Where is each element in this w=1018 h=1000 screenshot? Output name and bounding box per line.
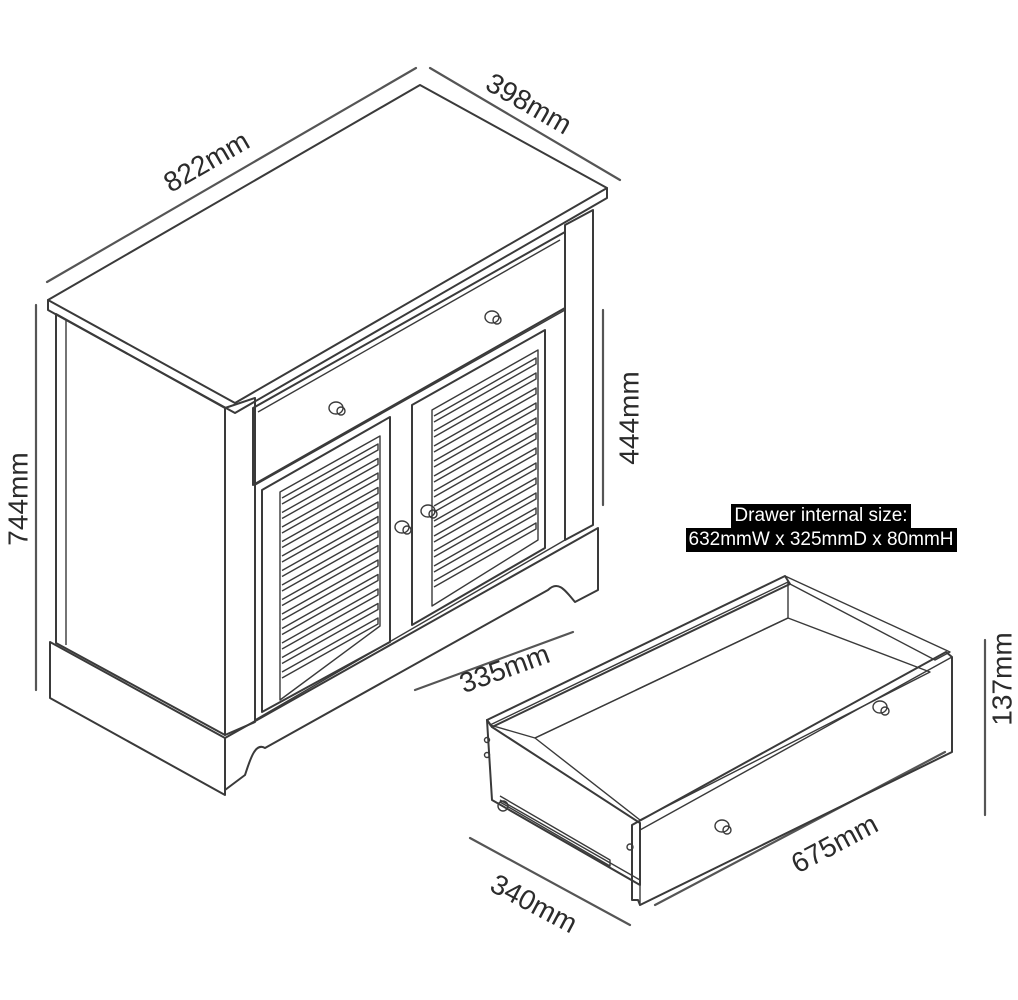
louvre-slat [433,477,537,543]
louvre-slats [281,357,537,679]
cabinet-height-label: 744mm [2,452,34,546]
louvre-slat [281,472,379,534]
front-left-stile [224,397,256,736]
louvre-slat [433,432,537,498]
sideboard-cabinet [47,84,608,796]
drawer-height-label: 137mm [986,632,1018,726]
louvre-slat [281,573,379,636]
drawer-knob-right [484,310,502,325]
louvre-slat [433,447,537,513]
drawer-width-dimension-line [653,750,947,907]
drawer-depth-dimension-line [468,836,632,927]
drawer-front-panel [631,651,953,906]
louvre-slat [433,462,537,528]
louvre-slat [281,515,379,578]
drawer-note-line-2: 632mmW x 325mmD x 80mmH [685,528,957,552]
cabinet-front-plinth [224,527,599,791]
top-section-height-label: 444mm [613,371,645,465]
louvre-slat [433,402,537,468]
louvre-slat [433,507,537,573]
louvre-slat [281,457,379,520]
louvre-slat [281,530,379,592]
right-louvre-door [411,329,546,626]
louvre-slat [281,559,379,621]
removed-drawer [483,575,953,906]
louvre-slat [281,602,379,665]
cabinet-side-panel [55,313,226,736]
louvre-slat [281,443,379,505]
louvre-slat [433,357,537,423]
drawer-note-line-1: Drawer internal size: [731,504,911,528]
louvre-slat [281,617,379,679]
louvre-slat [433,387,537,453]
width-dimension-line [45,66,418,284]
louvre-slat [281,544,379,607]
cabinet-top-edge [47,187,608,414]
drawer-front-knob-left [714,819,732,835]
louvre-slat [433,492,537,558]
drawer-knob-left [328,401,346,416]
louvre-slat [433,372,537,438]
cabinet-side-plinth [49,641,226,796]
inner-depth-dimension-line [413,630,575,692]
front-right-stile [564,209,594,541]
depth-dimension-line [428,66,622,182]
drawer-front-knob-right [872,700,890,716]
cabinet-drawer-front [252,231,566,486]
louvre-slat [433,417,537,483]
drawer-internal-size-note: Drawer internal size: 632mmW x 325mmD x … [663,504,979,552]
door-knob-left [394,520,412,535]
louvre-slat [281,588,379,650]
louvre-slat [433,522,537,588]
louvre-slat [281,486,379,549]
louvre-slat [281,501,379,563]
left-louvre-door [261,416,391,713]
